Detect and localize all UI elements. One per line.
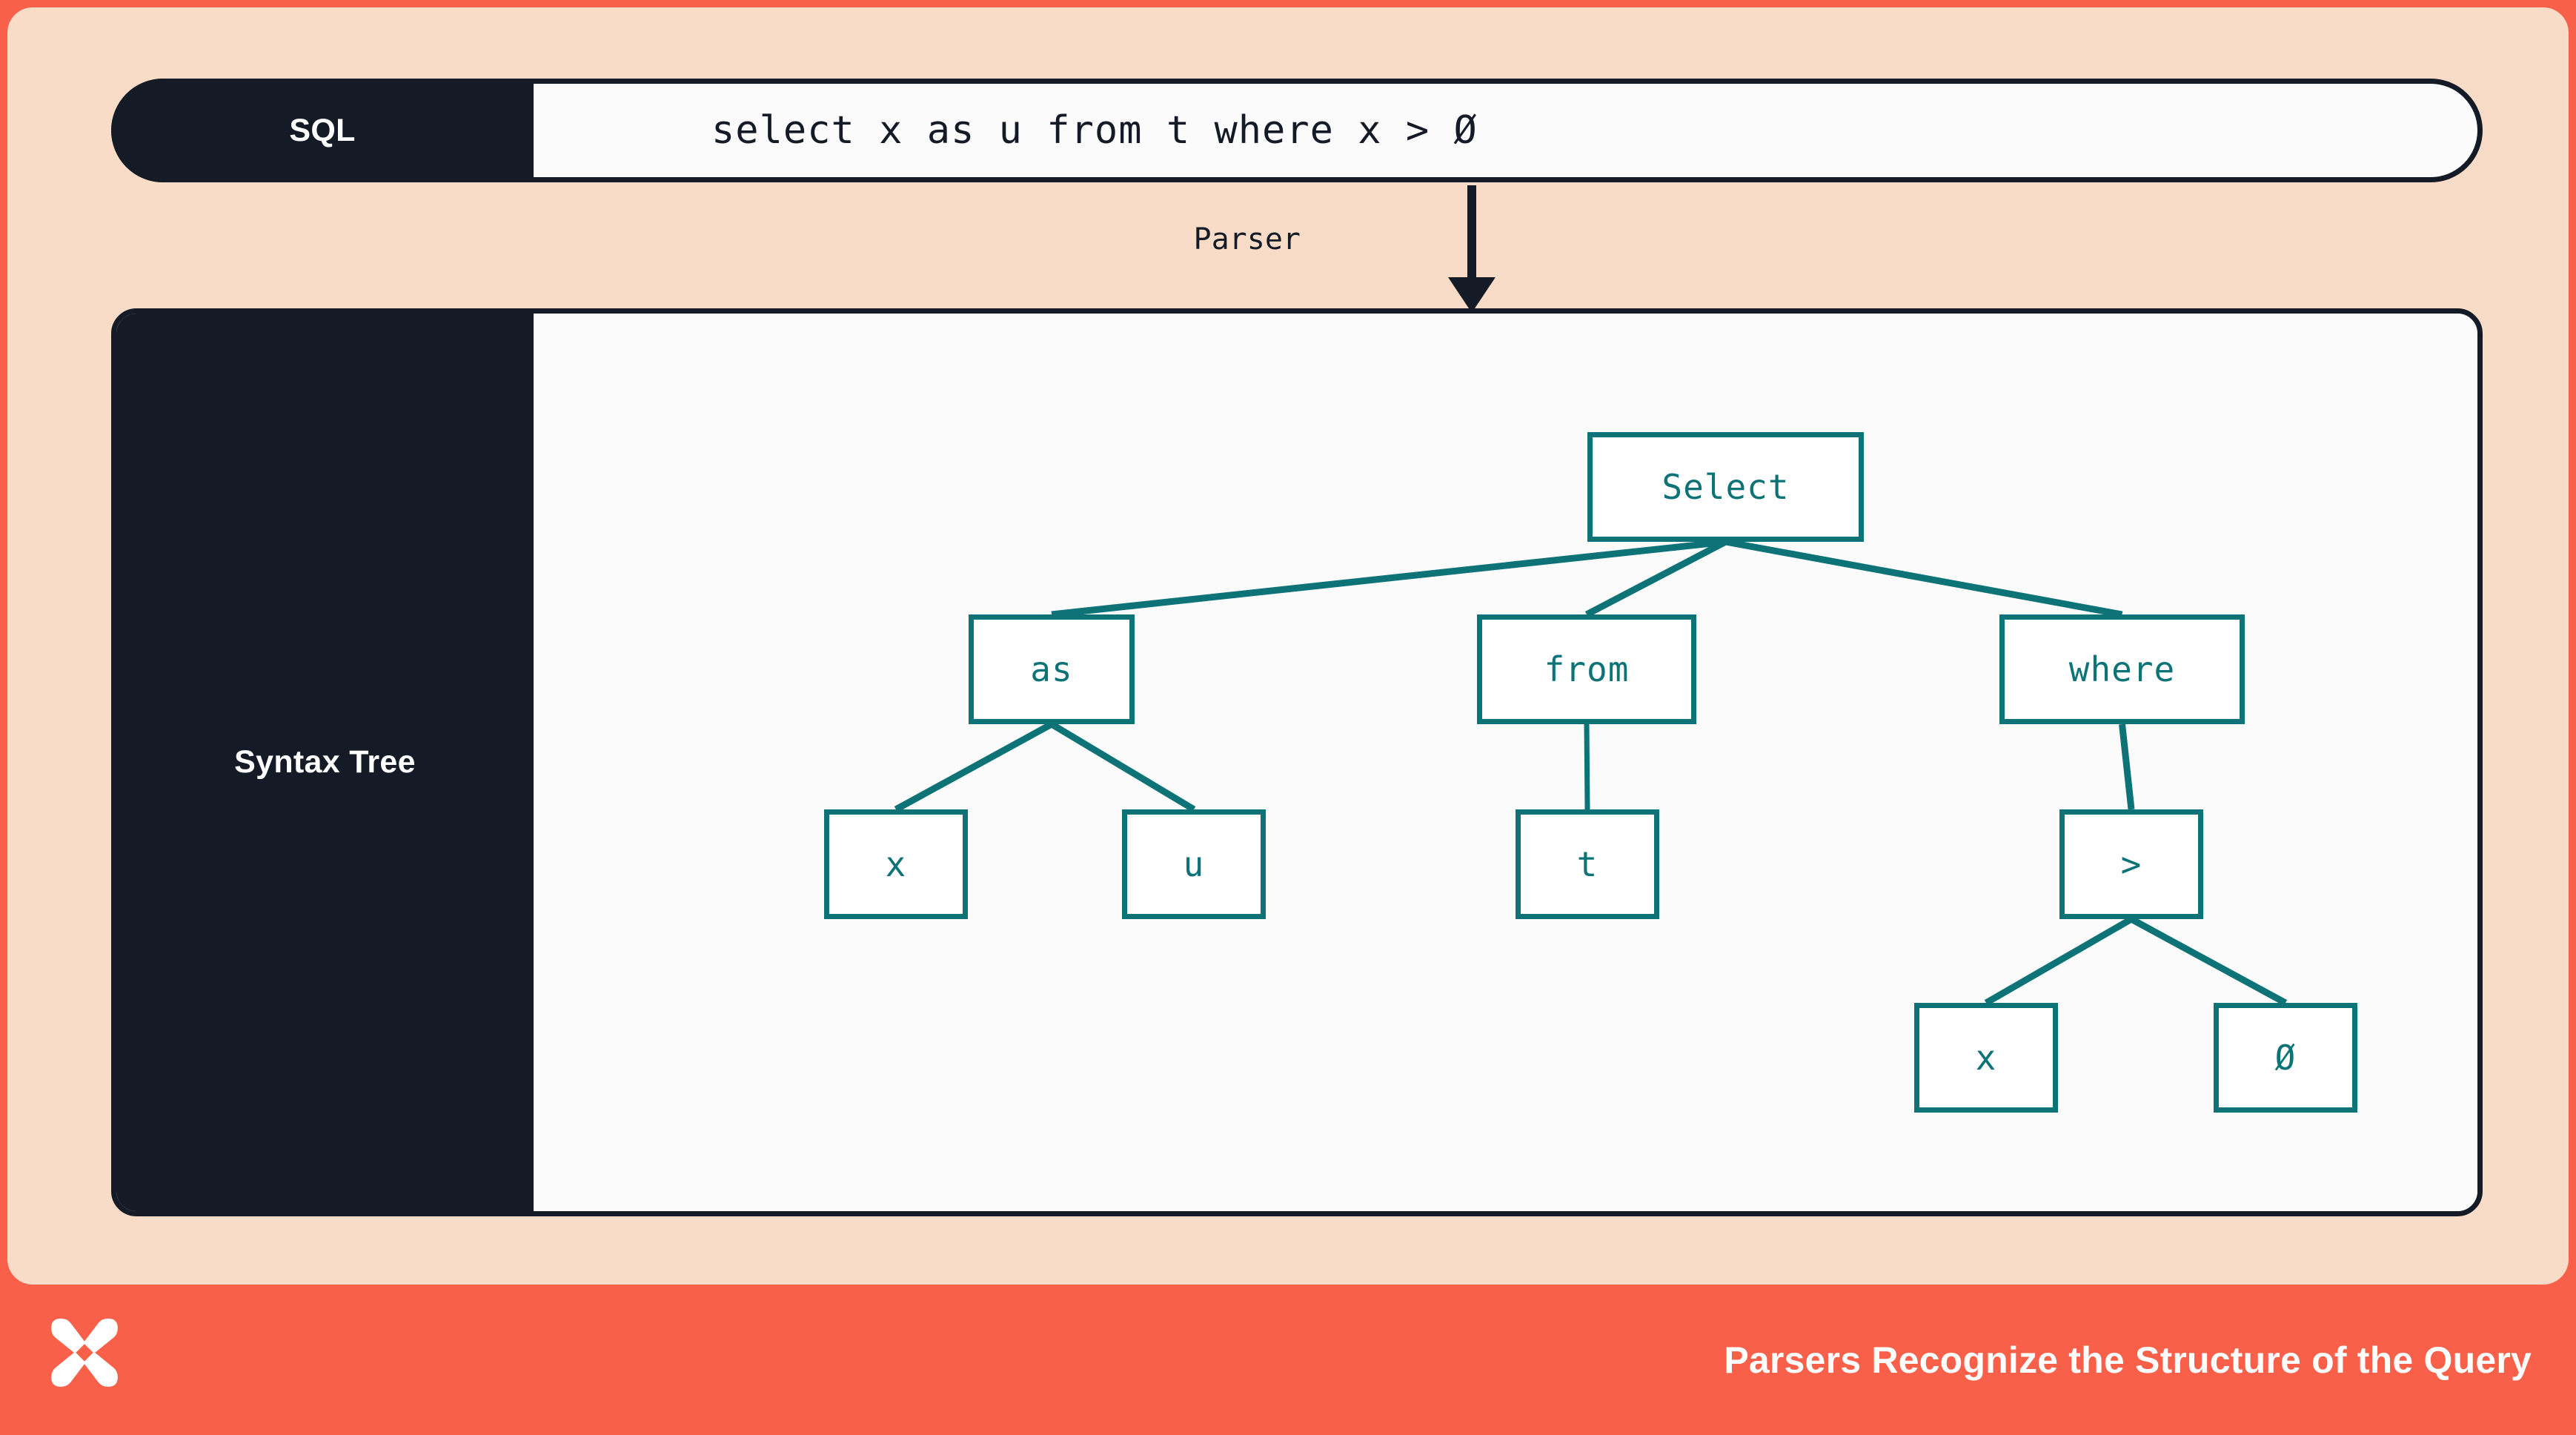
tree-node-gt[interactable]: >: [2059, 809, 2203, 919]
tree-node-label: x: [1975, 1038, 1997, 1078]
tree-node-x1[interactable]: x: [824, 809, 968, 919]
content-panel: SQL select x as u from t where x > Ø Par…: [7, 7, 2569, 1285]
tree-edge: [1049, 721, 1196, 812]
footer-bar: Parsers Recognize the Structure of the Q…: [0, 1285, 2576, 1435]
tree-node-u[interactable]: u: [1122, 809, 1266, 919]
tree-node-label: >: [2120, 844, 2142, 884]
tree-edge: [1584, 539, 1727, 617]
arrow-head-icon: [1448, 277, 1496, 313]
butterfly-x-logo-icon: [51, 1318, 118, 1387]
tree-node-label: t: [1576, 844, 1599, 884]
tree-edge: [894, 721, 1054, 812]
tree-edge: [2129, 916, 2288, 1006]
tree-node-label: where: [2068, 649, 2176, 689]
tree-node-where[interactable]: where: [1999, 614, 2245, 724]
sql-input-row[interactable]: SQL select x as u from t where x > Ø: [111, 79, 2483, 182]
tree-node-label: as: [1030, 649, 1073, 689]
footer-caption: Parsers Recognize the Structure of the Q…: [1724, 1339, 2532, 1381]
sql-query-text[interactable]: select x as u from t where x > Ø: [711, 108, 1478, 153]
tree-node-select[interactable]: Select: [1587, 432, 1864, 542]
tree-node-label: Ø: [2274, 1038, 2297, 1078]
arrow-shaft: [1467, 185, 1476, 282]
parser-arrow-icon: [1448, 185, 1496, 313]
sql-label-chip: SQL: [111, 79, 534, 182]
tree-edge: [1984, 916, 2134, 1006]
syntax-tree-label: Syntax Tree: [234, 744, 416, 780]
tree-node-zero[interactable]: Ø: [2214, 1003, 2357, 1113]
tree-edge: [2119, 723, 2135, 810]
tree-node-t[interactable]: t: [1516, 809, 1659, 919]
sql-label: SQL: [289, 112, 356, 148]
tree-node-label: x: [885, 844, 907, 884]
tree-node-from[interactable]: from: [1477, 614, 1696, 724]
tree-node-as[interactable]: as: [969, 614, 1135, 724]
tree-edge: [1724, 538, 2123, 618]
tree-edges-svg: [894, 538, 2288, 1006]
tree-node-label: Select: [1662, 467, 1790, 507]
parser-arrow-label: Parser: [1193, 222, 1301, 256]
tree-edge: [1051, 538, 1726, 618]
tree-node-label: from: [1544, 649, 1630, 689]
tree-node-x2[interactable]: x: [1914, 1003, 2058, 1113]
syntax-tree-sidebar: Syntax Tree: [116, 314, 534, 1211]
tree-node-label: u: [1183, 844, 1205, 884]
